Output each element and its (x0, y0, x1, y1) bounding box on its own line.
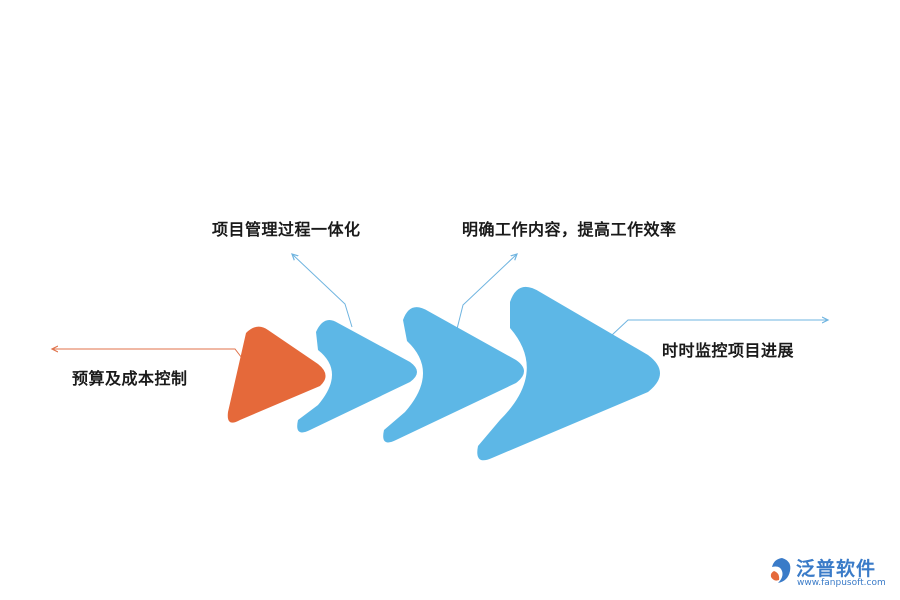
callout-top2-line (456, 254, 517, 330)
chevron-orange (227, 326, 326, 423)
label-budget-cost-control: 预算及成本控制 (72, 369, 188, 388)
logo-url: www.fanpusoft.com (797, 578, 886, 588)
chevron-blue-3 (477, 286, 660, 461)
logo-name: 泛普软件 (796, 558, 877, 580)
callout-right-line (611, 320, 828, 336)
chevron-blue-1 (297, 320, 417, 433)
label-realtime-monitor: 时时监控项目进展 (662, 341, 795, 360)
callout-top1-line (292, 254, 353, 328)
label-process-integration: 项目管理过程一体化 (212, 220, 361, 239)
brand-logo: 泛普软件 www.fanpusoft.com (768, 553, 893, 595)
chevron-blue-2 (383, 307, 524, 443)
callout-left-line (52, 349, 246, 363)
label-clear-work-efficiency: 明确工作内容，提高工作效率 (462, 220, 677, 239)
logo-mark-icon (770, 558, 791, 583)
